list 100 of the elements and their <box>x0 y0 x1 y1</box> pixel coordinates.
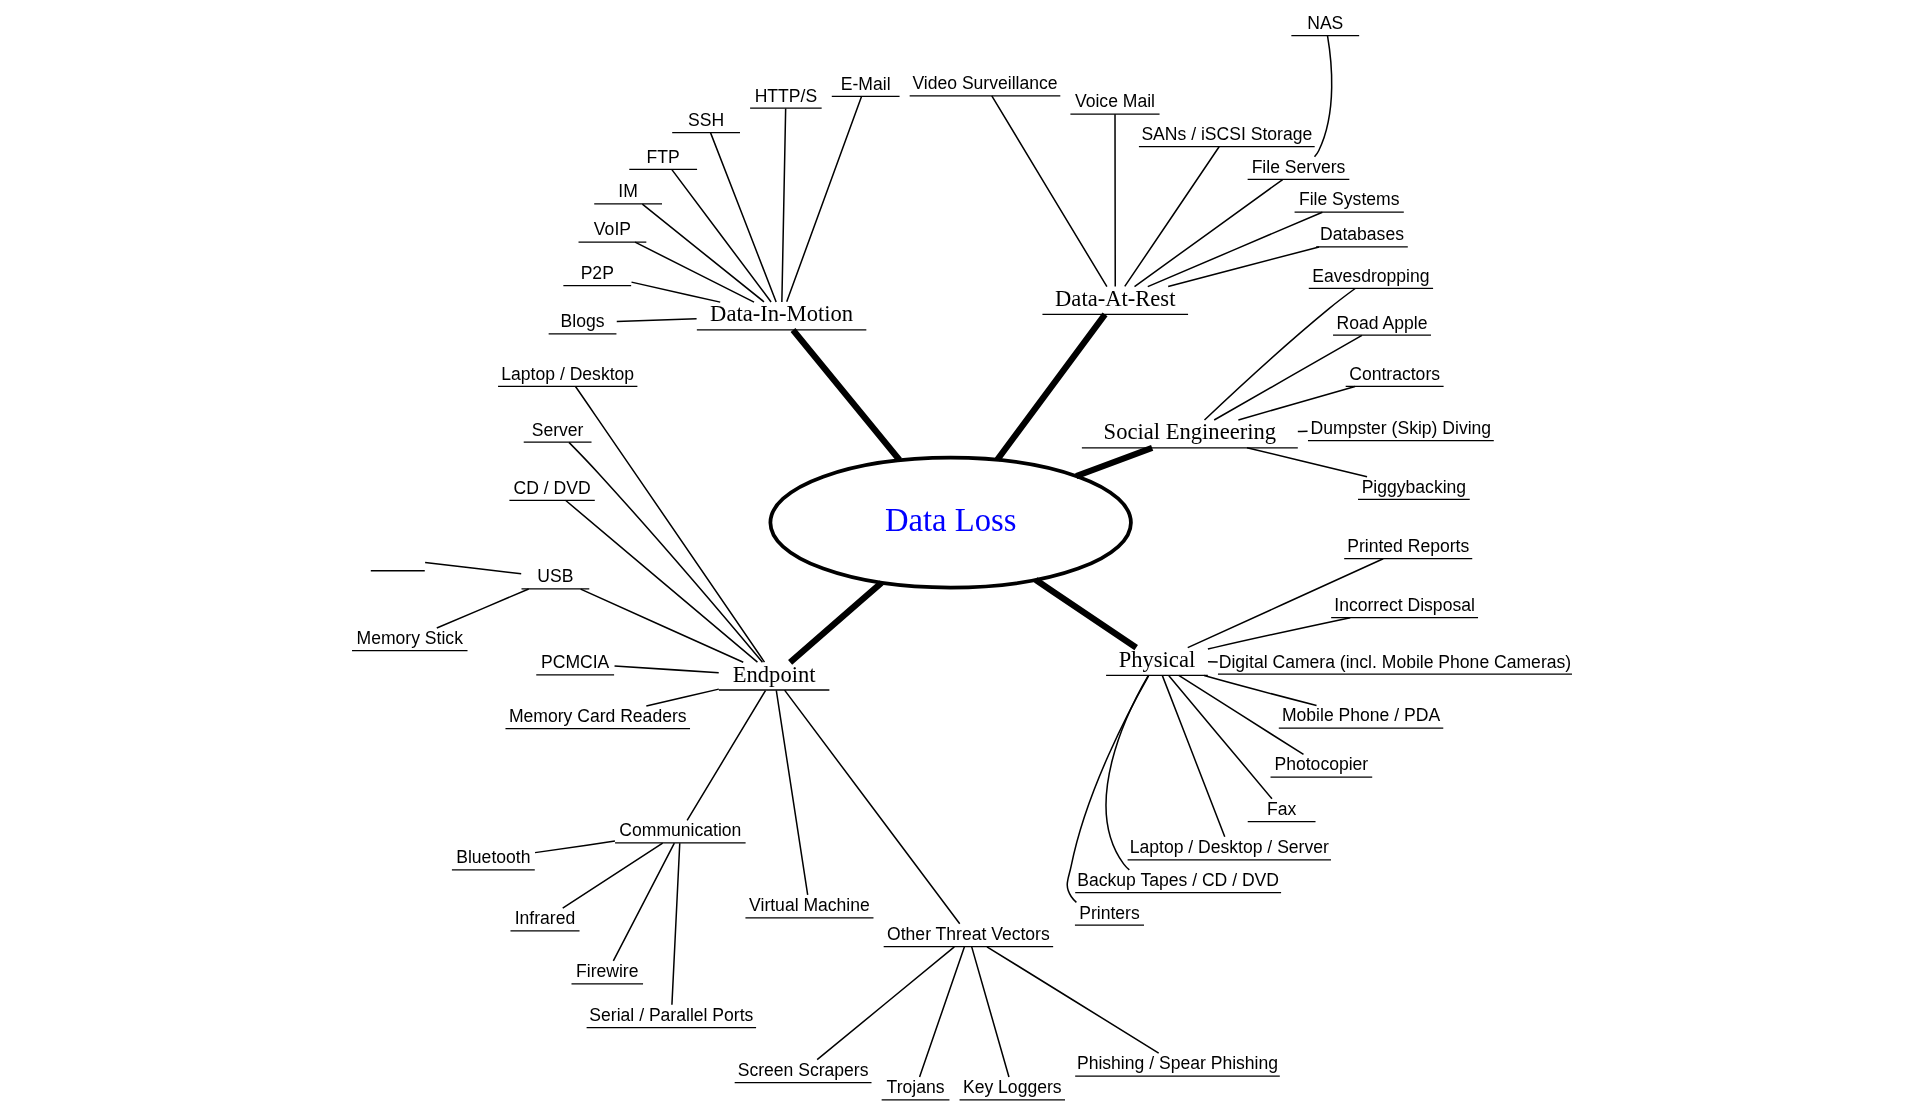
connector <box>1202 674 1317 707</box>
connector <box>815 946 955 1061</box>
connector <box>918 946 965 1078</box>
node-text: CD / DVD <box>513 477 591 498</box>
connector <box>1167 675 1273 800</box>
node-bar <box>369 570 425 572</box>
connector <box>533 840 616 854</box>
node-text: Blogs <box>560 311 605 332</box>
node-text: NAS <box>1306 12 1343 33</box>
node-text: SANs / iSCSI Storage <box>1140 124 1312 145</box>
node-text: IM <box>617 181 638 202</box>
node-text: Mobile Phone / PDA <box>1281 705 1440 726</box>
connector <box>1033 577 1138 651</box>
node-text: VoIP <box>593 219 631 240</box>
node-text: Screen Scrapers <box>737 1059 868 1080</box>
node-text: Databases <box>1319 224 1404 245</box>
connector <box>985 946 1159 1054</box>
connector <box>670 842 680 1006</box>
connector <box>1237 385 1356 421</box>
connector <box>1074 445 1153 480</box>
node-text: SSH <box>687 109 724 130</box>
node-text: Piggybacking <box>1361 476 1466 497</box>
connector <box>970 946 1010 1078</box>
node-text: Voice Mail <box>1074 91 1155 112</box>
connector <box>990 95 1108 288</box>
connector <box>785 95 862 303</box>
node-text: Incorrect Disposal <box>1333 594 1475 615</box>
connector <box>1123 146 1220 288</box>
connector <box>790 327 902 463</box>
node-text: Firewire <box>575 961 638 982</box>
connector <box>1133 178 1283 288</box>
node-text: Printers <box>1078 902 1140 923</box>
node-text: FTP <box>646 146 680 167</box>
node-text: USB <box>536 566 573 587</box>
connector <box>685 689 766 822</box>
node-text: P2P <box>580 263 614 284</box>
connector <box>1212 334 1363 421</box>
node-text: Digital Camera (incl. Mobile Phone Cameras) <box>1218 651 1571 672</box>
connector <box>564 499 758 663</box>
node-text: Virtual Machine <box>748 895 870 916</box>
node-text: Endpoint <box>732 661 816 687</box>
connector <box>615 318 697 323</box>
node-text: Memory Stick <box>356 628 463 649</box>
node-text: Road Apple <box>1336 312 1427 333</box>
connector <box>783 689 960 925</box>
node-text: Backup Tapes / CD / DVD <box>1076 869 1279 890</box>
connector <box>613 665 719 674</box>
node-text: HTTP/S <box>754 85 817 106</box>
node-text: Phishing / Spear Phishing <box>1076 1053 1278 1074</box>
node-text: Infrared <box>514 908 575 929</box>
node-text: Key Loggers <box>962 1077 1062 1098</box>
node-text: Serial / Parallel Ports <box>588 1004 753 1025</box>
node-text: Other Threat Vectors <box>886 923 1050 944</box>
node-text: Communication <box>618 820 741 841</box>
connector <box>1245 447 1368 478</box>
connector <box>1161 674 1225 838</box>
connector <box>423 561 522 575</box>
connector <box>630 281 721 303</box>
connector <box>1105 674 1149 871</box>
connector <box>579 588 744 664</box>
connector <box>670 168 772 303</box>
node-text: PCMCIA <box>540 652 609 673</box>
node-text: Photocopier <box>1274 754 1368 775</box>
connector <box>645 688 720 707</box>
node-text: Data-In-Motion <box>709 301 853 327</box>
connector <box>1066 675 1149 904</box>
connector <box>1146 211 1323 288</box>
node-text: Laptop / Desktop / Server <box>1129 837 1329 858</box>
node-text: Printed Reports <box>1346 536 1469 557</box>
node-text: File Systems <box>1298 189 1399 210</box>
node-text: Contractors <box>1348 363 1440 384</box>
node-text: Video Surveillance <box>911 73 1058 94</box>
node-text: Fax <box>1266 798 1296 819</box>
connector <box>612 842 675 962</box>
connector <box>780 107 786 303</box>
connector <box>1186 558 1384 649</box>
node-text: Dumpster (Skip) Diving <box>1310 417 1491 438</box>
node-text: Eavesdropping <box>1311 265 1430 286</box>
connector <box>435 588 529 629</box>
node-text: Trojans <box>886 1077 944 1098</box>
connector <box>1166 246 1320 288</box>
connector <box>567 441 763 663</box>
node-text: Physical <box>1118 647 1195 673</box>
connector <box>775 689 808 896</box>
node-text: Laptop / Desktop <box>500 363 634 384</box>
node-ellipse: Data Loss <box>768 455 1133 590</box>
node-text: File Servers <box>1251 156 1345 177</box>
node-text: E-Mail <box>840 73 891 94</box>
connector <box>709 131 777 303</box>
node-text: Memory Card Readers <box>508 706 687 727</box>
connector <box>561 842 663 909</box>
node-text: Social Engineering <box>1103 419 1276 445</box>
connector <box>641 203 765 303</box>
connector <box>1177 674 1304 756</box>
connector <box>1206 661 1218 663</box>
connector <box>633 241 755 303</box>
connector <box>574 385 765 663</box>
connector <box>1113 113 1116 288</box>
connector <box>994 312 1108 462</box>
connector <box>1313 35 1332 158</box>
